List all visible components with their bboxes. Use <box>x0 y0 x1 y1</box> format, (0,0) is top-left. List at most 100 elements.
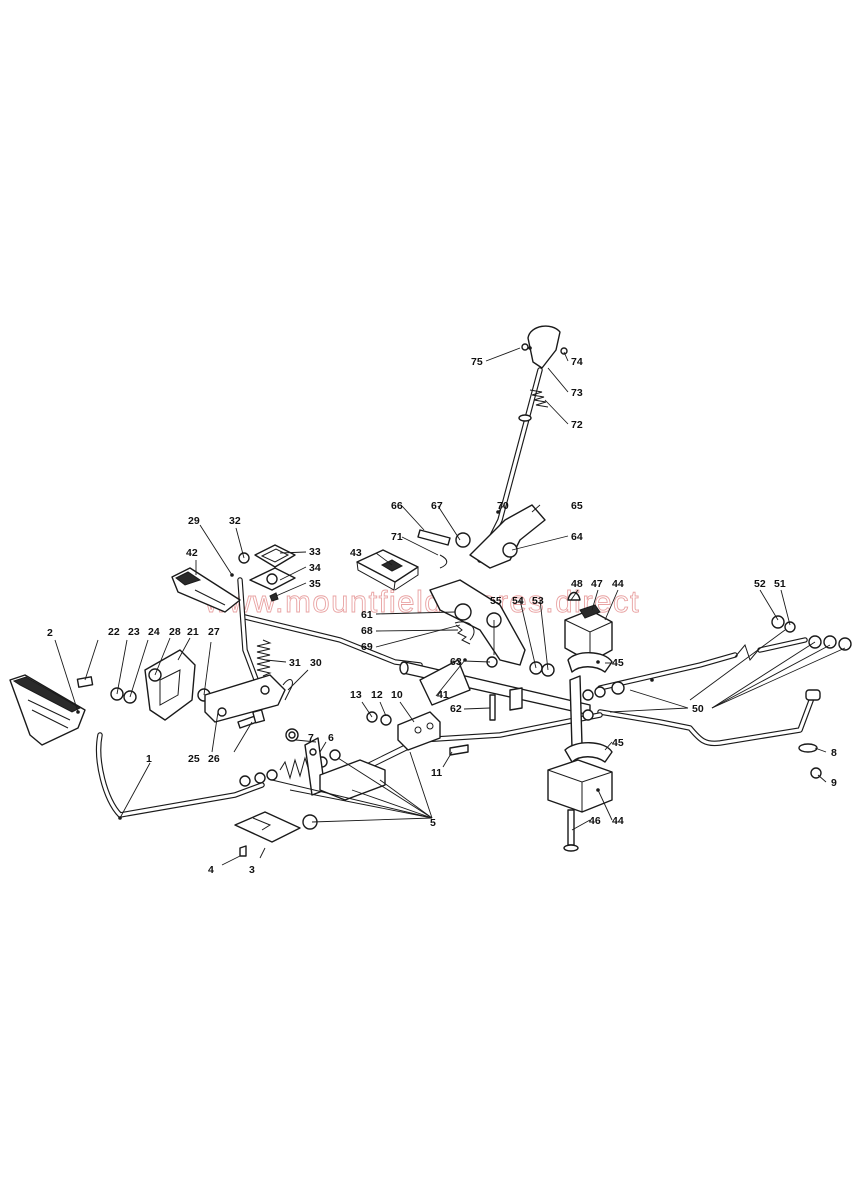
bracket-65 <box>455 504 546 569</box>
bolt-11 <box>449 744 469 756</box>
washer-7-core <box>288 731 296 739</box>
bracket-5 <box>319 759 386 801</box>
callout-75: 75 <box>471 356 483 368</box>
grip-42 <box>171 567 241 613</box>
washer-70 <box>518 414 532 422</box>
callout-33: 33 <box>309 546 321 558</box>
leader-lines <box>54 347 846 866</box>
callout-labels: 1 2 3 4 5 6 7 8 9 10 11 12 13 21 22 23 2… <box>47 356 837 876</box>
callout-31: 31 <box>289 657 301 669</box>
callout-50: 50 <box>692 703 704 715</box>
callout-7: 7 <box>308 732 314 744</box>
bolt-26 <box>237 709 266 729</box>
callout-26: 26 <box>208 753 220 765</box>
callout-4: 4 <box>208 864 214 876</box>
callout-68: 68 <box>361 625 373 637</box>
bracket-25 <box>204 674 286 723</box>
callout-67: 67 <box>431 500 443 512</box>
pin-30 <box>282 679 293 701</box>
callout-41: 41 <box>437 689 449 701</box>
spring-72 <box>529 389 549 408</box>
callout-69: 69 <box>361 641 373 653</box>
callout-21: 21 <box>187 626 199 638</box>
callout-71: 71 <box>391 531 403 543</box>
bracket-vertical <box>569 675 583 749</box>
callout-70: 70 <box>497 500 509 512</box>
callout-52: 52 <box>754 578 766 590</box>
callout-10: 10 <box>391 689 403 701</box>
leader-dots <box>76 346 654 820</box>
clamp-45-bottom <box>564 742 613 763</box>
callout-61: 61 <box>361 609 373 621</box>
screw-4 <box>239 845 247 857</box>
callout-5: 5 <box>430 817 436 829</box>
callout-22: 22 <box>108 626 120 638</box>
callout-54: 54 <box>512 595 524 607</box>
callout-34: 34 <box>309 562 321 574</box>
washer-12 <box>380 714 392 726</box>
callout-3: 3 <box>249 864 255 876</box>
callout-46: 46 <box>589 815 601 827</box>
callout-44b: 44 <box>612 815 624 827</box>
callout-25: 25 <box>188 753 200 765</box>
pad-33 <box>254 544 296 568</box>
rod-ends-left <box>582 681 625 721</box>
screw-74 <box>560 347 568 355</box>
callout-66: 66 <box>391 500 403 512</box>
callout-6: 6 <box>328 732 334 744</box>
pad-34 <box>249 567 296 591</box>
callout-1: 1 <box>146 753 152 765</box>
callout-13: 13 <box>350 689 362 701</box>
callout-30: 30 <box>310 657 322 669</box>
control-rod <box>242 614 423 668</box>
callout-73: 73 <box>571 387 583 399</box>
bolt-46 <box>563 809 579 852</box>
callout-45b: 45 <box>612 737 624 749</box>
callout-27: 27 <box>208 626 220 638</box>
callout-29: 29 <box>188 515 200 527</box>
bolt-66 <box>417 529 451 546</box>
lever-29 <box>237 577 263 693</box>
pivot-plate-55 <box>429 579 526 666</box>
callout-23: 23 <box>128 626 140 638</box>
washers-53-54 <box>529 661 555 677</box>
callout-45a: 45 <box>612 657 624 669</box>
pin-62 <box>489 694 496 721</box>
grip-43 <box>356 549 419 591</box>
pedal-pad <box>9 674 86 746</box>
plate-41 <box>419 659 523 711</box>
callout-12: 12 <box>371 689 383 701</box>
block-44-bottom <box>547 759 613 813</box>
callout-9: 9 <box>831 777 837 789</box>
callout-64: 64 <box>571 531 583 543</box>
main-pedal-rod <box>95 732 265 818</box>
callout-2: 2 <box>47 627 53 639</box>
callout-72: 72 <box>571 419 583 431</box>
screw-75 <box>521 343 529 351</box>
callout-48: 48 <box>571 578 583 590</box>
watermark-text: www.mountfieldspares.direct <box>204 584 640 619</box>
clamp-3 <box>234 811 301 843</box>
callout-24: 24 <box>148 626 160 638</box>
callout-53: 53 <box>532 595 544 607</box>
callout-42: 42 <box>186 547 198 559</box>
knob-73 <box>527 325 561 369</box>
clip-71 <box>439 554 448 569</box>
pin-10 <box>397 711 441 751</box>
callout-43: 43 <box>350 547 362 559</box>
callout-35: 35 <box>309 578 321 590</box>
callout-44a: 44 <box>612 578 624 590</box>
screw-35 <box>269 592 279 602</box>
washer-61 <box>454 603 472 621</box>
link-rod-50 <box>597 637 815 747</box>
callout-55: 55 <box>490 595 502 607</box>
spring-31 <box>256 639 272 677</box>
callout-28: 28 <box>169 626 181 638</box>
clamp-45-top <box>567 652 613 673</box>
callout-8: 8 <box>831 747 837 759</box>
bracket-21 <box>144 649 196 721</box>
callout-74: 74 <box>571 356 583 368</box>
callout-47: 47 <box>591 578 603 590</box>
callout-63: 63 <box>450 656 462 668</box>
